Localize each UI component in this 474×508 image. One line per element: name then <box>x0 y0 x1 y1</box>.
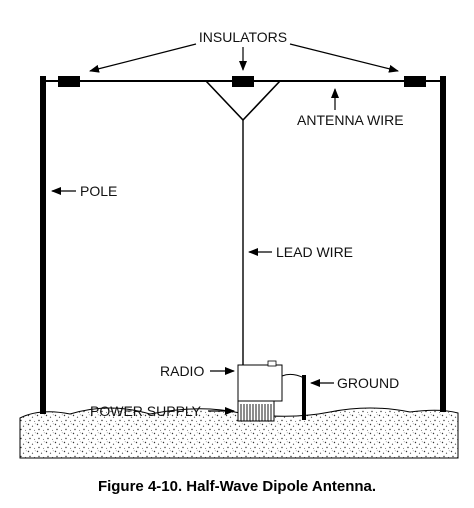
radio-label: RADIO <box>160 363 204 379</box>
insulators-label: INSULATORS <box>199 29 287 45</box>
pole-label: POLE <box>80 183 117 199</box>
figure-caption: Figure 4-10. Half-Wave Dipole Antenna. <box>97 478 377 495</box>
ground-rod <box>302 375 306 420</box>
ground-label: GROUND <box>337 375 399 391</box>
insulators-arrow-right <box>289 43 399 73</box>
power-supply-unit <box>237 400 275 422</box>
right-insulator <box>404 76 426 87</box>
lead-wire-label: LEAD WIRE <box>276 244 353 260</box>
left-insulator <box>58 76 80 87</box>
center-insulator <box>232 76 254 87</box>
ground-wire <box>281 373 305 379</box>
power-supply-label: POWER SUPPLY <box>90 403 202 419</box>
left-pole <box>40 76 46 414</box>
insulators-arrow-left <box>89 43 197 73</box>
radio-unit <box>237 360 283 402</box>
right-pole <box>440 76 446 412</box>
antenna-wire-label: ANTENNA WIRE <box>297 112 404 128</box>
